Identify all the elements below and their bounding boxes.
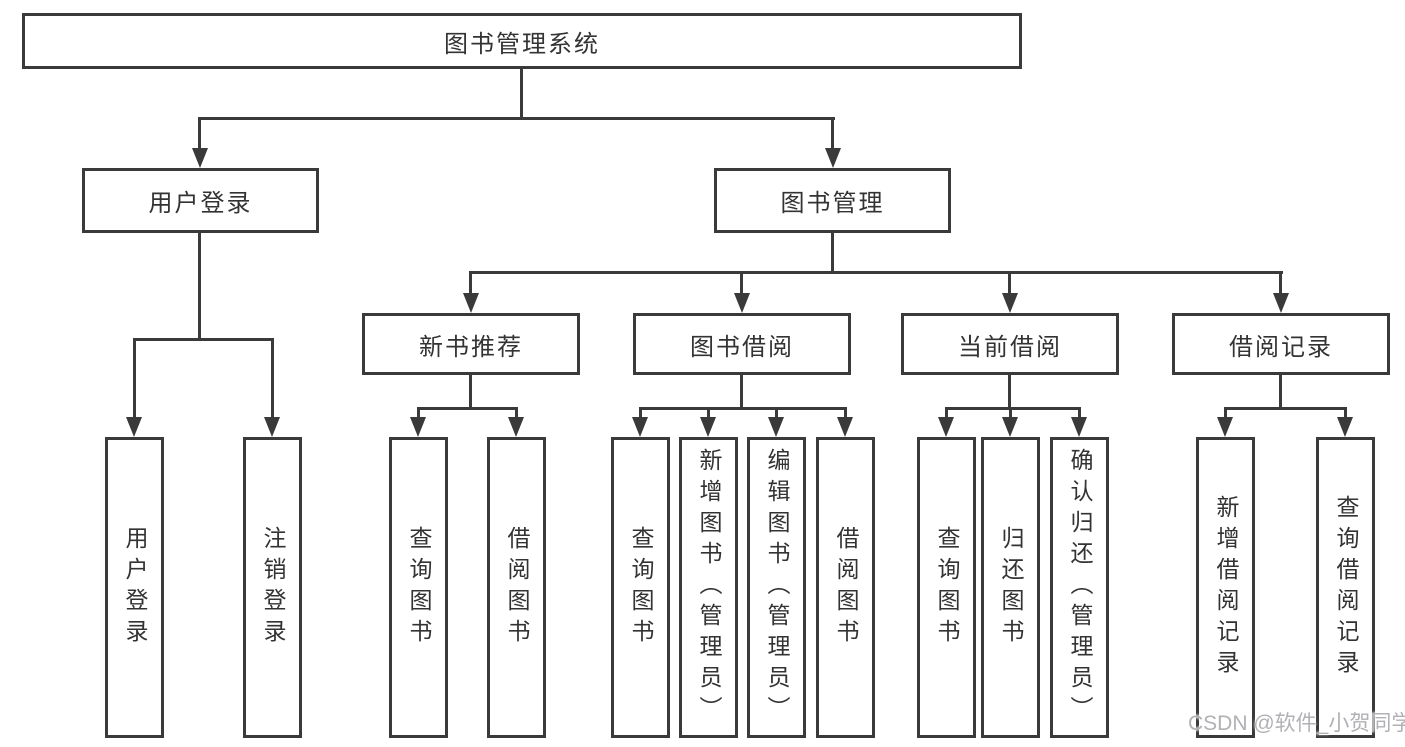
leaf-query-books-2: 查询图书 [611, 437, 670, 738]
connector-line [639, 407, 642, 421]
node-label: 图书管理 [780, 190, 885, 217]
connector-line [775, 407, 778, 421]
node-label: 新书推荐 [419, 333, 523, 361]
connector-line [831, 117, 834, 150]
node-label: 用户登录 [148, 190, 253, 217]
connector-line [1224, 407, 1227, 421]
leaf-logout: 注销登录 [243, 437, 302, 738]
connector-line [198, 117, 835, 120]
connector-line [1078, 407, 1081, 421]
arrowhead-icon [768, 417, 784, 437]
leaf-label: 查询图书 [628, 525, 654, 650]
node-label: 图书管理系统 [444, 30, 600, 58]
arrowhead-icon [463, 293, 479, 313]
connector-line [740, 375, 743, 410]
leaf-query-borrow-record: 查询借阅记录 [1316, 437, 1375, 738]
arrowhead-icon [825, 148, 841, 168]
connector-line [133, 338, 274, 341]
connector-line [515, 407, 518, 421]
connector-line [1008, 271, 1011, 296]
connector-line [1008, 375, 1011, 410]
node-current-borrowing: 当前借阅 [901, 313, 1119, 375]
connector-line [469, 375, 472, 410]
connector-line [945, 407, 948, 421]
leaf-return-books: 归还图书 [981, 437, 1040, 738]
node-label: 图书借阅 [690, 333, 794, 361]
leaf-label: 新增图书（管理员） [696, 448, 722, 727]
node-root-library-system: 图书管理系统 [22, 13, 1022, 69]
leaf-label: 借阅图书 [833, 525, 859, 650]
node-book-borrowing: 图书借阅 [633, 313, 851, 375]
arrowhead-icon [632, 417, 648, 437]
node-label: 当前借阅 [958, 333, 1062, 361]
connector-line [417, 407, 518, 410]
leaf-label: 查询图书 [934, 525, 960, 650]
leaf-label: 查询图书 [406, 525, 432, 650]
connector-line [831, 233, 834, 274]
connector-line [1344, 407, 1347, 421]
leaf-user-login: 用户登录 [105, 437, 164, 738]
connector-line [520, 69, 523, 119]
arrowhead-icon [264, 417, 280, 437]
leaf-label: 新增借阅记录 [1213, 494, 1239, 681]
leaf-label: 确认归还（管理员） [1067, 448, 1093, 727]
connector-line [417, 407, 420, 421]
leaf-label: 编辑图书（管理员） [764, 448, 790, 727]
connector-line [198, 233, 201, 341]
connector-line [844, 407, 847, 421]
connector-line [1009, 407, 1012, 421]
connector-line [469, 271, 1283, 274]
leaf-label: 注销登录 [260, 525, 286, 650]
arrowhead-icon [938, 417, 954, 437]
leaf-confirm-return-admin: 确认归还（管理员） [1050, 437, 1109, 738]
leaf-borrow-books-1: 借阅图书 [487, 437, 546, 738]
connector-line [740, 271, 743, 296]
leaf-label: 查询借阅记录 [1333, 494, 1359, 681]
connector-line [707, 407, 710, 421]
connector-line [133, 338, 136, 420]
node-book-management: 图书管理 [714, 168, 951, 233]
connector-line [945, 407, 1081, 410]
leaf-add-books-admin: 新增图书（管理员） [679, 437, 738, 738]
leaf-borrow-books-2: 借阅图书 [816, 437, 875, 738]
leaf-edit-books-admin: 编辑图书（管理员） [747, 437, 806, 738]
arrowhead-icon [1002, 417, 1018, 437]
connector-line [639, 407, 847, 410]
arrowhead-icon [1273, 293, 1289, 313]
node-label: 借阅记录 [1229, 333, 1333, 361]
arrowhead-icon [1217, 417, 1233, 437]
connector-line [1279, 375, 1282, 410]
leaf-label: 用户登录 [122, 525, 148, 650]
connector-line [1279, 271, 1282, 296]
node-user-login: 用户登录 [82, 168, 319, 233]
arrowhead-icon [1071, 417, 1087, 437]
leaf-label: 归还图书 [998, 525, 1024, 650]
arrowhead-icon [734, 293, 750, 313]
arrowhead-icon [192, 148, 208, 168]
arrowhead-icon [126, 417, 142, 437]
connector-line [271, 338, 274, 420]
connector-line [198, 117, 201, 150]
arrowhead-icon [837, 417, 853, 437]
arrowhead-icon [508, 417, 524, 437]
leaf-query-books-1: 查询图书 [389, 437, 448, 738]
node-new-book-recommend: 新书推荐 [362, 313, 580, 375]
leaf-query-books-3: 查询图书 [917, 437, 976, 738]
node-borrow-records: 借阅记录 [1172, 313, 1390, 375]
arrowhead-icon [410, 417, 426, 437]
connector-line [1224, 407, 1346, 410]
leaf-label: 借阅图书 [504, 525, 530, 650]
connector-line [469, 271, 472, 296]
arrowhead-icon [700, 417, 716, 437]
watermark: CSDN @软件_小贺同学 [1188, 712, 1405, 735]
arrowhead-icon [1002, 293, 1018, 313]
leaf-add-borrow-record: 新增借阅记录 [1196, 437, 1255, 738]
arrowhead-icon [1337, 417, 1353, 437]
